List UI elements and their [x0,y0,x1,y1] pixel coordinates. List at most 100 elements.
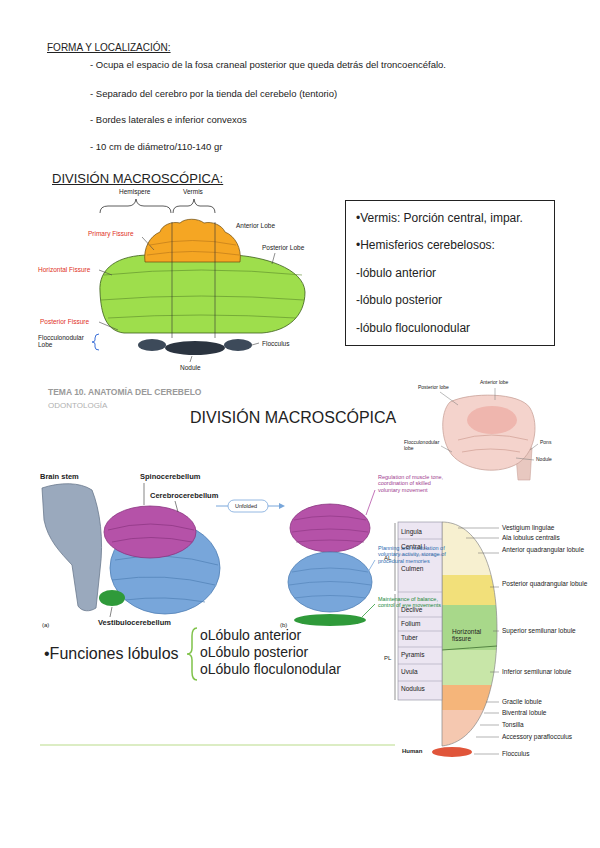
part-label: Flocculonodular Lobe [38,334,90,349]
part-label: Superior semilunar lobule [502,627,590,634]
fissure-label: Primary Fissure [88,230,134,237]
vestibulocerebellum-unfolded [294,614,366,626]
part-label: Flocculus [262,340,289,347]
list-item: oLóbulo floculonodular [200,661,341,677]
callout-lines [362,604,375,617]
sagittal-sketch [440,388,538,480]
part-label: Biventral lobule [502,709,590,716]
anterior-folia [147,241,239,256]
note-line: - Separado del cerebro por la tienda del… [90,89,337,100]
section-heading: DIVISIÓN MACROSCÓPICA: [52,172,223,187]
purple-folia [292,516,368,542]
purple-folia [108,524,194,542]
vestibulocerebellum-shape [99,590,125,606]
part-label: Nodule [536,457,552,463]
callout-lines [368,560,375,572]
callout-lines [366,490,375,515]
functional-lateral-figure [42,483,285,617]
fissure-lines [458,435,528,452]
cerebellum-outline [443,395,535,470]
unfold-arrowhead [279,503,285,509]
function-callout: Regulation of muscle tone, coordination … [378,474,446,493]
flocculonodular-brace [92,334,99,350]
part-label: Declive [401,606,422,613]
brain-stem-shape [42,484,102,611]
posterior-lobe [100,255,305,333]
part-label: Tonsilla [502,721,590,728]
part-label: Flocculonodular lobe [404,440,442,452]
hemisphere-bracket [100,199,171,213]
part-label: Posterior Lobe [262,244,304,251]
spinocerebellum-shape [104,506,196,558]
part-label: Spinocerebellum [140,473,200,482]
blue-folia [112,556,218,602]
unfold-pill [228,500,268,512]
posterior-folia [101,270,304,318]
note-line: - 10 cm de diámetro/110-140 gr [90,142,222,153]
part-label: Cerebrocerebellum [150,492,218,501]
part-label: Accessory paraflocculus [502,733,590,740]
bullet-text: •Funciones lóbulos [44,645,179,663]
slide-header: TEMA 10. ANATOMÍA DEL CEREBELO [48,388,202,398]
functional-unfolded-figure [288,490,375,626]
part-label: Folium [401,620,421,627]
fissure-label: Posterior Fissure [40,318,89,325]
flocculus-shape [432,747,472,757]
part-label: Posterior lobe [418,385,449,391]
text-box: •Vermis: Porción central, impar. •Hemisfe… [345,200,555,346]
part-label: Central l. [401,543,427,550]
part-label: Nodule [180,364,201,371]
part-label: Uvula [401,668,418,675]
part-label: Vermis [183,188,203,195]
leader-lines [110,483,178,617]
part-label: Pyramis [401,651,424,658]
part-label: Lingula [401,528,422,535]
lobe-tag: AL [384,555,391,562]
part-label: Anterior lobe [480,380,508,386]
horizontal-fissure-line [442,646,497,650]
leader-lines [440,388,538,460]
note-line: - Ocupa el espacio de la fosa craneal po… [90,60,446,71]
part-label: Culmen [401,565,423,572]
part-label: Hemispere [119,188,150,195]
figure-tag: (a) [42,622,49,629]
box-text: -lóbulo floculonodular [356,321,544,335]
slide-subheader: ODONTOLOGÍA [48,401,107,410]
part-label: Gracile lobule [502,698,590,705]
list-item: oLóbulo posterior [200,644,308,660]
anterior-lobe [145,219,241,262]
flocculus-left [138,339,166,351]
part-label: Vestigium lingulae [502,524,590,531]
box-text: -lóbulo anterior [356,266,544,280]
box-text: •Hemisferios cerebelosos: [356,238,544,252]
note-line: - Bordes laterales e inferior convexos [90,115,247,126]
functions-brace [187,628,197,680]
spinocerebellum-unfolded [290,504,370,552]
list-item: oLóbulo anterior [200,627,301,643]
section-heading: FORMA Y LOCALIZACIÓN: [47,42,171,54]
box-text: •Vermis: Porción central, impar. [356,211,544,225]
hemisphere-outline [442,522,497,746]
part-label: Horizontal fissure [452,628,490,643]
fissure-label: Horizontal Fissure [38,266,90,273]
part-label: Anterior Lobe [236,222,275,229]
part-label: Nodulus [401,685,425,692]
arrow-label: Unfolded [235,503,257,509]
cerebellum-lobes-figure [92,199,305,362]
part-label: Flocculus [502,750,590,757]
part-label: Tuber [401,634,418,641]
leader-lines [99,237,275,362]
box-text: -lóbulo posterior [356,293,544,307]
part-label: Ala lobulus centralis [502,534,590,541]
page-rule [40,744,395,745]
vermis-borders [172,222,215,338]
vermis-bracket [173,199,215,213]
part-label: Posterior quadrangular lobule [502,580,590,587]
part-label: Anterior quadrangular lobule [502,546,590,553]
flocculus-right [224,339,252,351]
part-label: Pons [540,440,551,446]
part-label: Vestibulocerebellum [98,619,171,628]
lobe-tag: PL [384,655,391,662]
blue-folia [289,568,371,598]
cerebrocerebellum-unfolded [288,552,372,612]
